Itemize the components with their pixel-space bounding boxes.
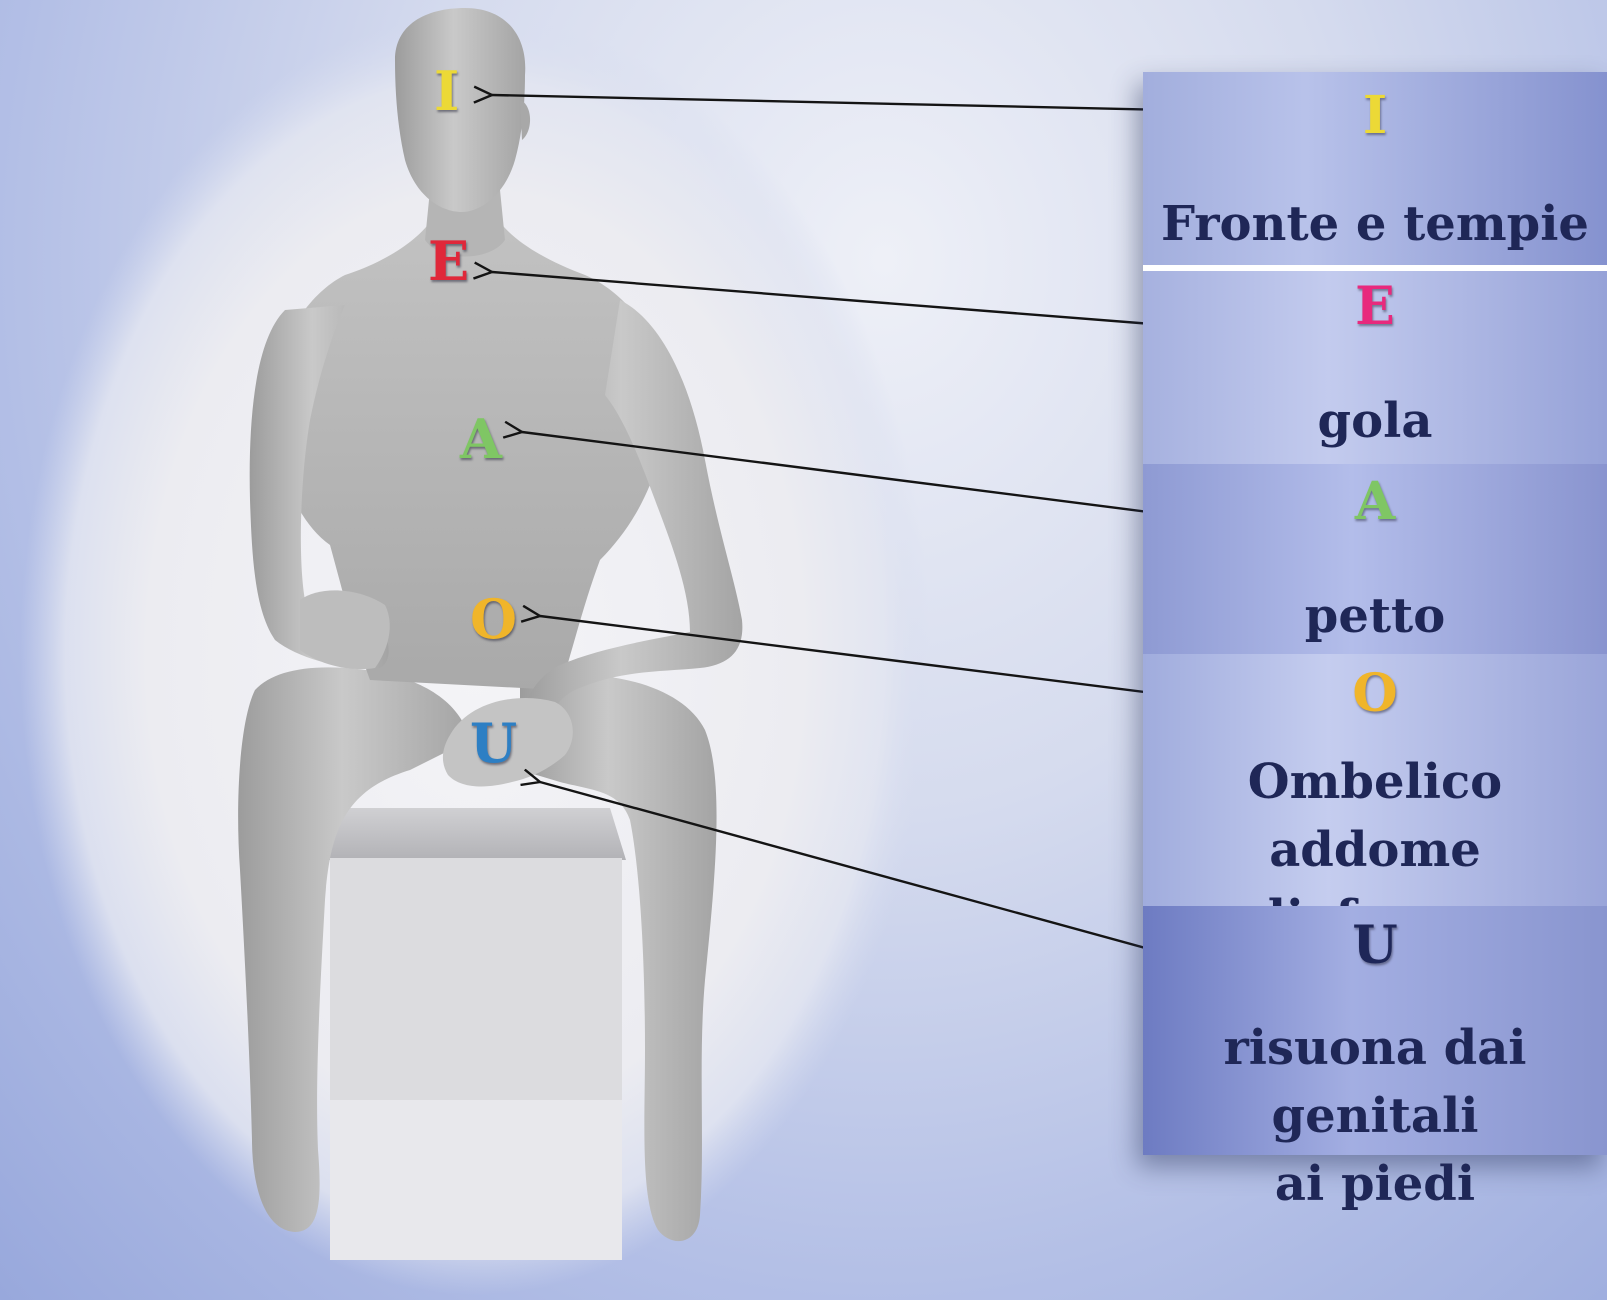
chair [318, 808, 626, 1260]
arrow-u [540, 782, 1263, 982]
body-label-o: O [470, 587, 518, 651]
legend-desc-u: risuona dai genitali ai piedi [1223, 1020, 1527, 1212]
legend-desc-a: petto [1304, 588, 1446, 644]
legend-vowel-u: U [1352, 915, 1398, 976]
body-label-a: A [460, 407, 502, 471]
arrow-a [522, 432, 1267, 529]
body-label-i: I [434, 59, 460, 123]
body-label-e: E [428, 229, 470, 293]
legend-desc-e: gola [1317, 393, 1433, 449]
legend-vowel-e: E [1355, 276, 1395, 337]
legend-row-o: O Ombelico addome e diaframma [1143, 654, 1607, 946]
legend-row-u: U risuona dai genitali ai piedi [1143, 906, 1607, 1212]
legend-desc-i: Fronte e tempie [1161, 196, 1589, 252]
legend-vowel-a: A [1354, 471, 1396, 532]
arrow-e [492, 272, 1267, 335]
legend-row-a: A petto [1143, 464, 1607, 654]
legend-vowel-o: O [1352, 663, 1398, 724]
legend-divider [1143, 265, 1607, 271]
legend-row-i: I Fronte e tempie [1143, 72, 1607, 267]
body-label-u: U [470, 711, 518, 775]
arrow-i [492, 95, 1263, 114]
legend-panel: I Fronte e tempie E gola A petto O Ombel… [1143, 72, 1607, 1212]
legend-row-e: E gola [1143, 267, 1607, 464]
legend-vowel-i: I [1362, 85, 1388, 146]
